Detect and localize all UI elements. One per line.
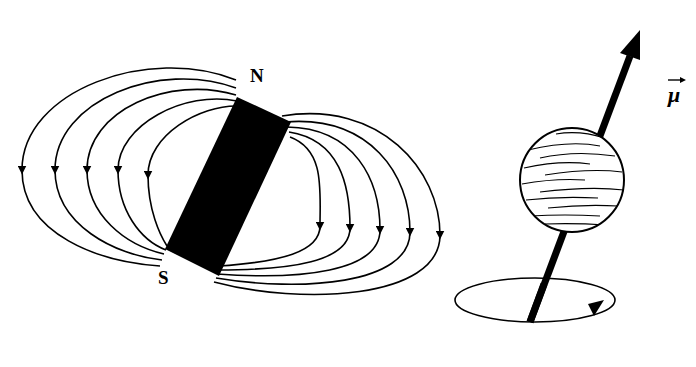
pole-label: N <box>250 66 264 85</box>
pole-label: S <box>158 268 169 287</box>
vector-arrow <box>668 77 686 83</box>
bar-magnet <box>165 97 291 276</box>
vector-symbol: μ <box>668 84 680 106</box>
spinning-planet <box>455 30 640 322</box>
field-lines <box>22 68 440 294</box>
